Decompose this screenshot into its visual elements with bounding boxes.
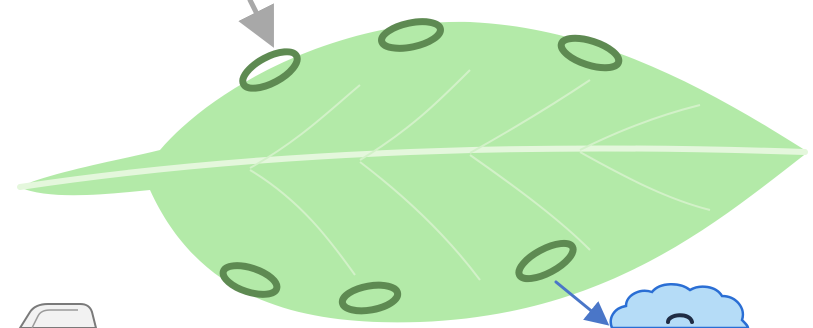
incoming-arrow (250, 0, 265, 30)
phone-icon (20, 304, 96, 328)
leaf (18, 22, 808, 323)
cloud-icon (611, 284, 748, 328)
